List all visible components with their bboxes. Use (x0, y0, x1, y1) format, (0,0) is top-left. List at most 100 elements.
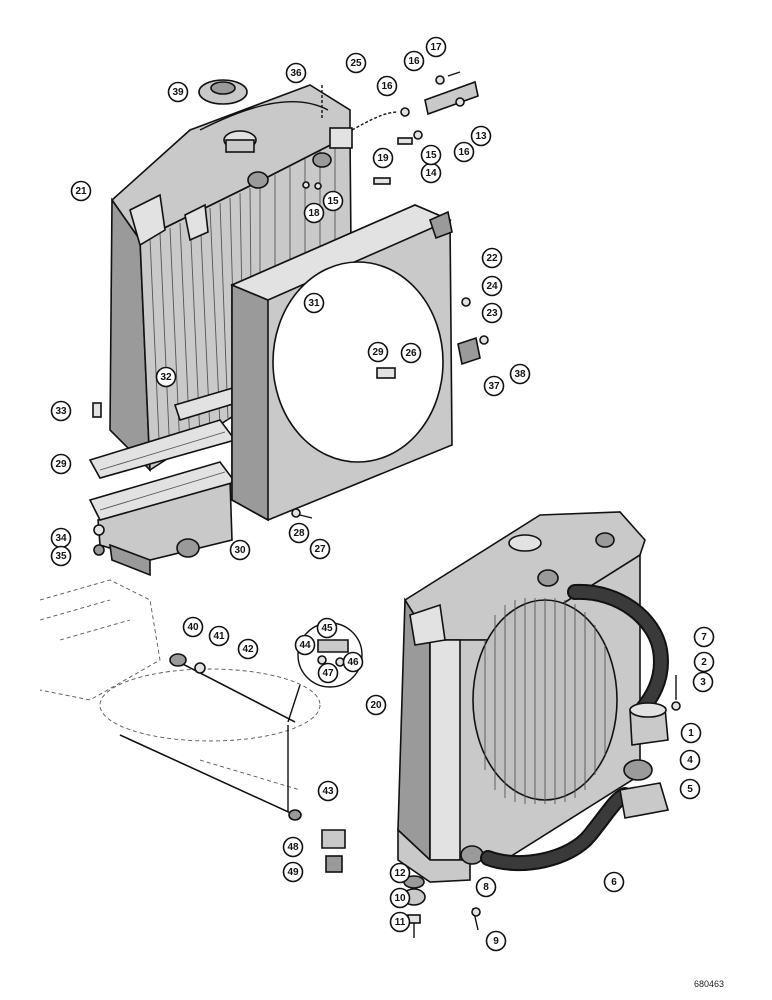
callout-41: 41 (208, 625, 230, 647)
callout-number: 12 (394, 868, 406, 879)
lower-hose (480, 787, 633, 872)
callout-21: 21 (70, 180, 92, 202)
callout-number: 31 (308, 298, 320, 309)
callout-4: 4 (679, 749, 701, 771)
callout-7: 7 (693, 626, 715, 648)
callout-number: 32 (160, 372, 172, 383)
callout-3: 3 (692, 671, 714, 693)
callout-number: 47 (322, 668, 334, 679)
shroud-clips (429, 210, 489, 366)
callout-number: 10 (394, 893, 406, 904)
mount-hardware (402, 875, 481, 938)
callout-labels: 1234567891011121314151516161617181920212… (50, 36, 715, 952)
callout-number: 3 (700, 677, 706, 688)
callout-12: 12 (389, 862, 411, 884)
callout-43: 43 (317, 780, 339, 802)
callout-number: 15 (327, 196, 339, 207)
callout-number: 24 (486, 281, 498, 292)
callout-25: 25 (345, 52, 367, 74)
callout-45: 45 (316, 617, 338, 639)
upper-hose (567, 583, 669, 720)
callout-number: 20 (370, 700, 382, 711)
callout-number: 17 (430, 42, 442, 53)
callout-number: 16 (381, 81, 393, 92)
callout-1: 1 (680, 722, 702, 744)
callout-number: 23 (486, 308, 498, 319)
callout-2: 2 (693, 651, 715, 673)
callout-number: 11 (395, 917, 406, 928)
callout-24: 24 (481, 275, 503, 297)
callout-number: 2 (701, 657, 707, 668)
callout-number: 33 (55, 406, 67, 417)
radiator-assembled (397, 511, 646, 883)
callout-number: 42 (242, 644, 254, 655)
callout-39: 39 (167, 81, 189, 103)
callout-8: 8 (475, 876, 497, 898)
callout-number: 9 (493, 936, 499, 947)
callout-16: 16 (403, 50, 425, 72)
callout-27: 27 (309, 538, 331, 560)
callout-number: 27 (314, 544, 326, 555)
callout-number: 26 (405, 348, 417, 359)
callout-number: 46 (347, 657, 359, 668)
callout-6: 6 (603, 871, 625, 893)
callout-number: 16 (408, 56, 420, 67)
callout-49: 49 (282, 861, 304, 883)
drain-fittings (321, 829, 346, 873)
callout-47: 47 (317, 662, 339, 684)
callout-26: 26 (400, 342, 422, 364)
bottom-hardware (92, 367, 396, 556)
callout-35: 35 (50, 545, 72, 567)
callout-40: 40 (182, 616, 204, 638)
callout-number: 29 (55, 459, 67, 470)
callout-number: 1 (688, 728, 694, 739)
callout-20: 20 (365, 694, 387, 716)
callout-23: 23 (481, 302, 503, 324)
callout-number: 38 (514, 369, 526, 380)
callout-number: 41 (213, 631, 225, 642)
upper-hardware (198, 71, 479, 190)
drawing-number: 680463 (694, 979, 725, 989)
callout-number: 18 (308, 208, 320, 219)
callout-31: 31 (303, 292, 325, 314)
callout-38: 38 (509, 363, 531, 385)
callout-number: 49 (287, 867, 299, 878)
callout-18: 18 (303, 202, 325, 224)
callout-37: 37 (483, 375, 505, 397)
callout-36: 36 (285, 62, 307, 84)
callout-19: 19 (372, 147, 394, 169)
callout-number: 4 (687, 755, 693, 766)
brace-rods (119, 653, 302, 821)
callout-5: 5 (679, 778, 701, 800)
callout-44: 44 (294, 634, 316, 656)
callout-number: 6 (611, 877, 617, 888)
callout-48: 48 (282, 836, 304, 858)
callout-number: 25 (350, 58, 362, 69)
callout-17: 17 (425, 36, 447, 58)
callout-15: 15 (322, 190, 344, 212)
callout-32: 32 (155, 366, 177, 388)
callout-15: 15 (420, 144, 442, 166)
callout-14: 14 (420, 162, 442, 184)
callout-number: 5 (687, 784, 693, 795)
callout-number: 36 (290, 68, 302, 79)
callout-10: 10 (389, 887, 411, 909)
callout-number: 21 (75, 186, 87, 197)
callout-number: 22 (486, 253, 498, 264)
callout-number: 30 (234, 545, 246, 556)
callout-46: 46 (342, 651, 364, 673)
callout-number: 29 (372, 347, 384, 358)
callout-number: 7 (701, 632, 707, 643)
callout-number: 19 (377, 153, 389, 164)
callout-29: 29 (50, 453, 72, 475)
callout-number: 34 (55, 533, 67, 544)
callout-22: 22 (481, 247, 503, 269)
callout-number: 14 (425, 168, 437, 179)
engine-outline (39, 579, 321, 791)
callout-28: 28 (288, 522, 310, 544)
callout-number: 45 (321, 623, 333, 634)
thermostat-housing (619, 675, 681, 819)
callout-number: 39 (172, 87, 184, 98)
